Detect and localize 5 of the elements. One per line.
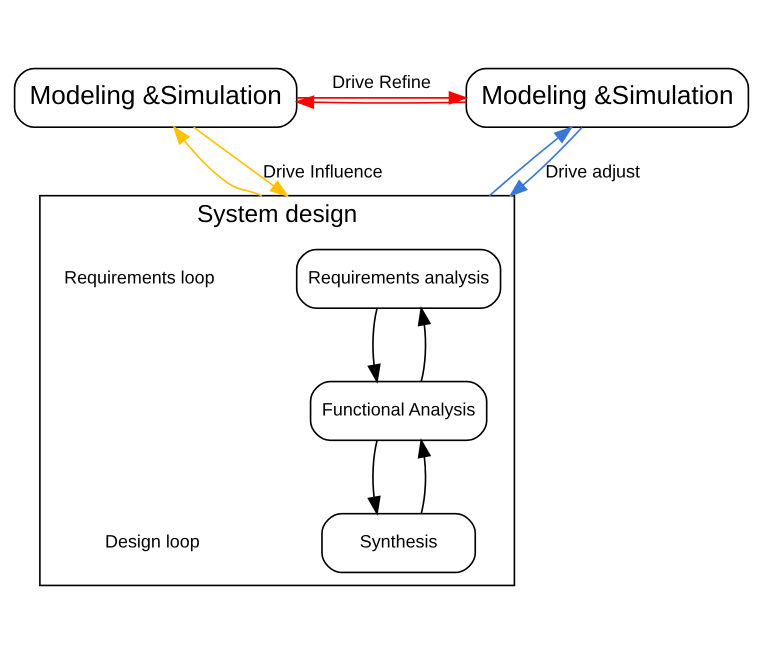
label: Requirements loop	[64, 266, 215, 287]
edge-label: Drive Refine	[332, 71, 431, 92]
edge-label: Drive Influence	[263, 160, 383, 181]
edge-label: Drive adjust	[545, 160, 640, 181]
label: Design loop	[105, 531, 200, 552]
